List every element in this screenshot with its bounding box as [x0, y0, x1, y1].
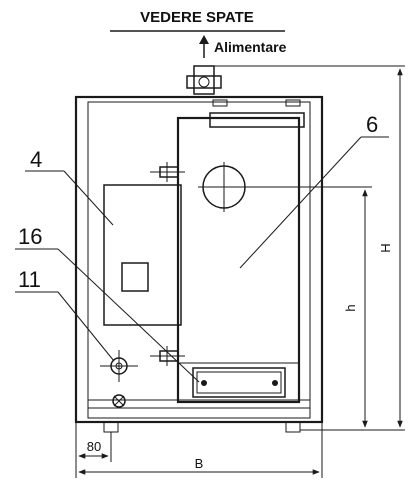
dimension-partial-height-label: h: [343, 304, 358, 311]
bottom-feet: [103, 421, 301, 433]
dimension-total-height-label: H: [378, 243, 393, 252]
dimension-width: B: [75, 422, 323, 478]
callout-4-label: 4: [30, 147, 42, 172]
part-11-port: [100, 350, 138, 382]
top-mounts: [212, 99, 301, 107]
callout-4: 4: [25, 147, 114, 226]
upper-stub: [150, 162, 185, 182]
drain-fitting: [112, 394, 126, 408]
callout-11-label: 11: [18, 267, 41, 292]
dimension-width-label: B: [195, 456, 204, 471]
part-16-plate: [178, 362, 299, 398]
dimension-offset: 80: [78, 432, 112, 462]
arrow-up-icon: [199, 35, 209, 58]
outer-housing: [74, 95, 324, 424]
part-4-box: [103, 184, 182, 326]
dimension-offset-label: 80: [87, 439, 101, 454]
part-6-body: [176, 112, 305, 404]
supply-connector: [186, 65, 222, 95]
callout-11: 11: [15, 267, 115, 362]
lower-stub: [150, 346, 185, 366]
view-title: VEDERE SPATE: [140, 9, 254, 26]
callout-6-label: 6: [366, 112, 378, 137]
dimension-total-height: H: [214, 65, 405, 431]
callout-16: 16: [15, 224, 200, 383]
callout-16-label: 16: [18, 224, 42, 249]
supply-label: Alimentare: [214, 39, 287, 55]
dimension-partial-height: h: [224, 186, 372, 428]
callout-6: 6: [239, 112, 389, 269]
